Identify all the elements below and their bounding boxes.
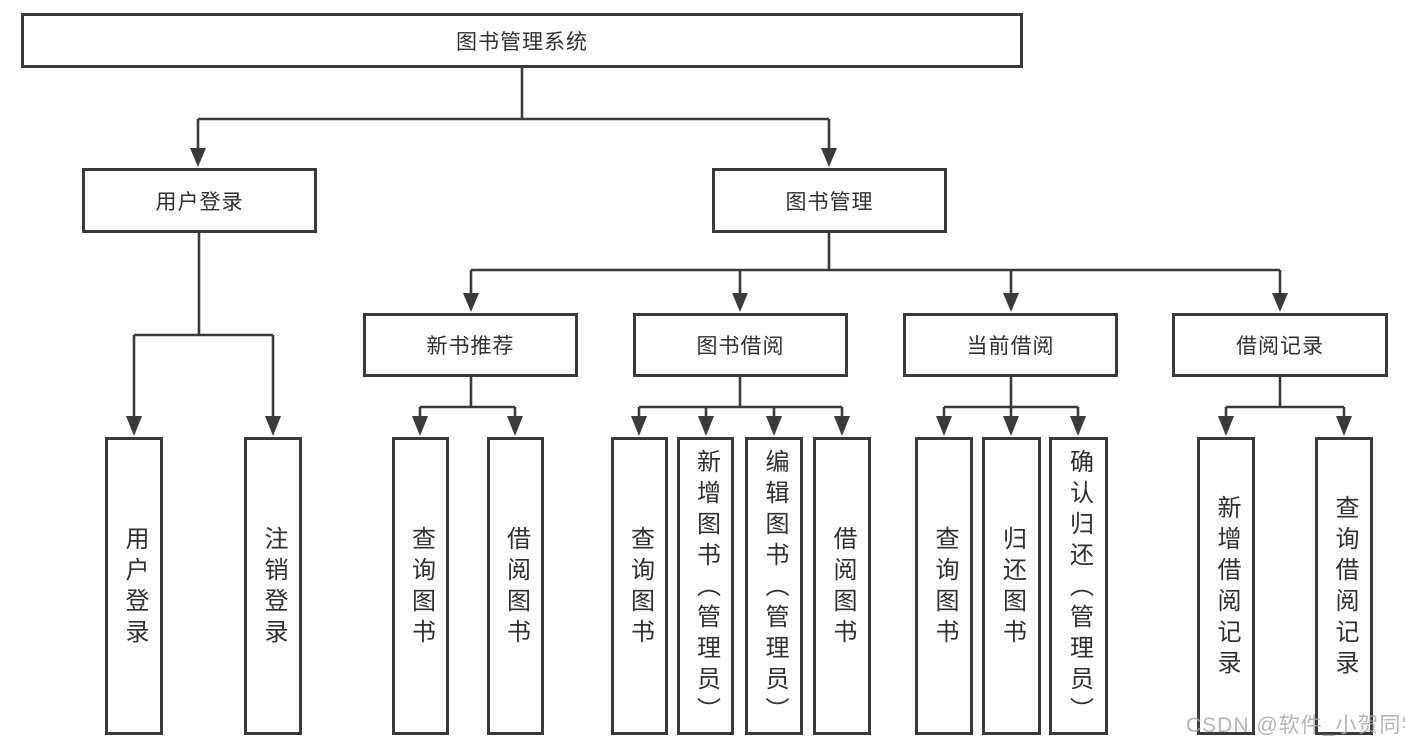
leaf-return-book: 归还图书 (982, 437, 1041, 735)
node-book-management: 图书管理 (712, 168, 947, 233)
node-library-system: 图书管理系统 (21, 13, 1023, 68)
node-user-login: 用户登录 (82, 168, 317, 233)
leaf-logout-login: 注销登录 (244, 437, 302, 735)
csdn-watermark: CSDN @软件_小贺同学 (1186, 714, 1405, 737)
leaf-add-book-admin: 新增图书（管理员） (677, 437, 734, 735)
node-book-borrowing: 图书借阅 (633, 313, 848, 377)
node-current-borrowing: 当前借阅 (903, 313, 1118, 377)
leaf-newrec-query-book: 查询图书 (392, 437, 449, 735)
node-new-book-recommendation: 新书推荐 (363, 313, 578, 377)
leaf-current-query-book: 查询图书 (915, 437, 973, 735)
leaf-user-login: 用户登录 (105, 437, 163, 735)
leaf-edit-book-admin: 编辑图书（管理员） (745, 437, 803, 735)
leaf-borrow-query-book: 查询图书 (611, 437, 668, 735)
leaf-confirm-return-admin: 确认归还（管理员） (1049, 437, 1108, 735)
leaf-borrow-borrow-book: 借阅图书 (813, 437, 871, 735)
leaf-newrec-borrow-book: 借阅图书 (487, 437, 544, 735)
leaf-add-borrow-record: 新增借阅记录 (1197, 437, 1255, 735)
leaf-query-borrow-record: 查询借阅记录 (1315, 437, 1373, 735)
node-borrowing-records: 借阅记录 (1172, 313, 1388, 377)
